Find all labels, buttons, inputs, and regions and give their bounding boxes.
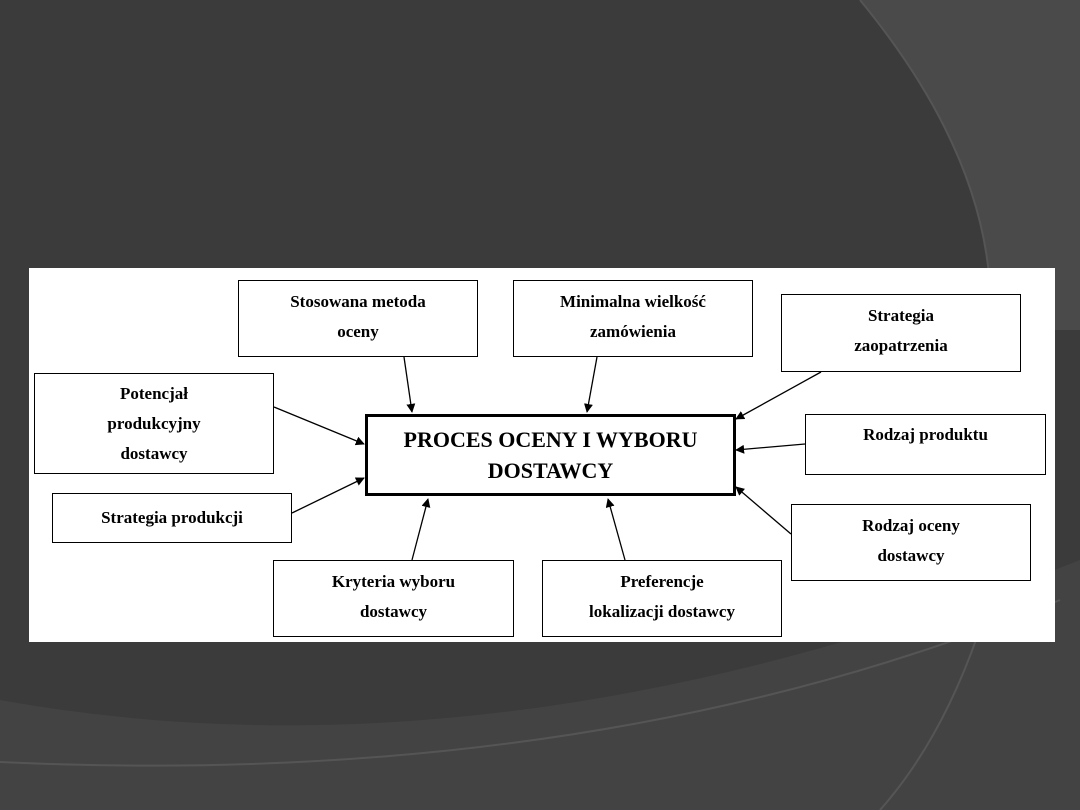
box-kryteria-wyboru-dostawcy: Kryteria wyboru dostawcy <box>273 560 514 637</box>
box-strategia-zaopatrzenia: Strategia zaopatrzenia <box>781 294 1021 372</box>
diagram-arrows <box>273 356 822 561</box>
box-minimalna-wielkosc-zamowienia: Minimalna wielkość zamówienia <box>513 280 753 357</box>
box-strategia-produkcji: Strategia produkcji <box>52 493 292 543</box>
arrow-potencjal <box>273 406 365 446</box>
arrow-strategia-produkcji <box>291 477 365 514</box>
box-rodzaj-oceny-dostawcy: Rodzaj oceny dostawcy <box>791 504 1031 581</box>
center-box-proces-oceny: PROCES OCENY I WYBORU DOSTAWCY <box>365 414 736 496</box>
arrow-strategia-zaopatrzenia <box>735 371 822 420</box>
arrow-rodzaj-produktu <box>735 443 806 454</box>
box-stosowana-metoda-oceny: Stosowana metoda oceny <box>238 280 478 357</box>
arrow-preferencje-lokalizacji <box>605 498 626 561</box>
arrow-minimalna-wielkosc <box>584 356 598 413</box>
arrow-stosowana-metoda <box>403 356 416 413</box>
diagram-panel: PROCES OCENY I WYBORU DOSTAWCY Stosowana… <box>29 268 1055 642</box>
box-preferencje-lokalizacji-dostawcy: Preferencje lokalizacji dostawcy <box>542 560 782 637</box>
box-potencjal-produkcyjny-dostawcy: Potencjał produkcyjny dostawcy <box>34 373 274 474</box>
arrow-rodzaj-oceny <box>735 486 792 535</box>
box-rodzaj-produktu: Rodzaj produktu <box>805 414 1046 475</box>
arrow-kryteria-wyboru <box>411 498 431 561</box>
